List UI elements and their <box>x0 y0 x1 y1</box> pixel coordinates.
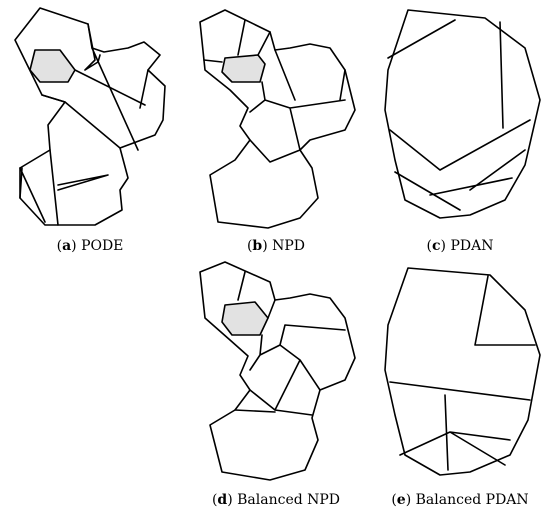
panel-b-diagram <box>199 9 356 229</box>
panel-e-letter: e <box>396 492 406 508</box>
panel-a-diagram <box>14 7 166 226</box>
panel-b-letter: b <box>252 238 263 254</box>
panel-d-edges <box>234 271 346 416</box>
panel-d-letter: d <box>217 492 228 508</box>
panel-d-highlight-region <box>221 301 269 336</box>
panel-c-diagram <box>384 9 541 219</box>
panel-e-diagram <box>384 267 541 476</box>
panel-a-highlight-region <box>29 49 76 83</box>
panel-c-outline <box>384 9 541 219</box>
panel-b-highlight-region <box>221 54 266 83</box>
panel-e-label: Balanced PDAN <box>415 492 529 508</box>
panel-e-edges <box>389 275 536 471</box>
panel-e-outline <box>384 267 541 476</box>
panel-b-edges <box>203 19 346 163</box>
panel-a-letter: a <box>62 238 72 254</box>
panel-c-letter: c <box>432 238 441 254</box>
panel-b-caption: (b) NPD <box>246 238 306 254</box>
panel-d-caption: (d) Balanced NPD <box>211 492 341 508</box>
panel-a-label: PODE <box>81 238 124 254</box>
panel-d-diagram <box>199 261 356 481</box>
panel-b-outline <box>199 9 356 229</box>
panel-d-outline <box>199 261 356 481</box>
panel-a-caption: (a) PODE <box>56 238 124 254</box>
panel-a-outline <box>14 7 166 226</box>
panel-a-edges <box>19 23 149 226</box>
panel-c-edges <box>387 19 531 211</box>
panel-e-caption: (e) Balanced PDAN <box>391 492 529 508</box>
panel-c-caption: (c) PDAN <box>426 238 494 254</box>
panel-d-label: Balanced NPD <box>237 492 341 508</box>
panel-b-label: NPD <box>272 238 306 254</box>
panel-c-label: PDAN <box>450 238 494 254</box>
